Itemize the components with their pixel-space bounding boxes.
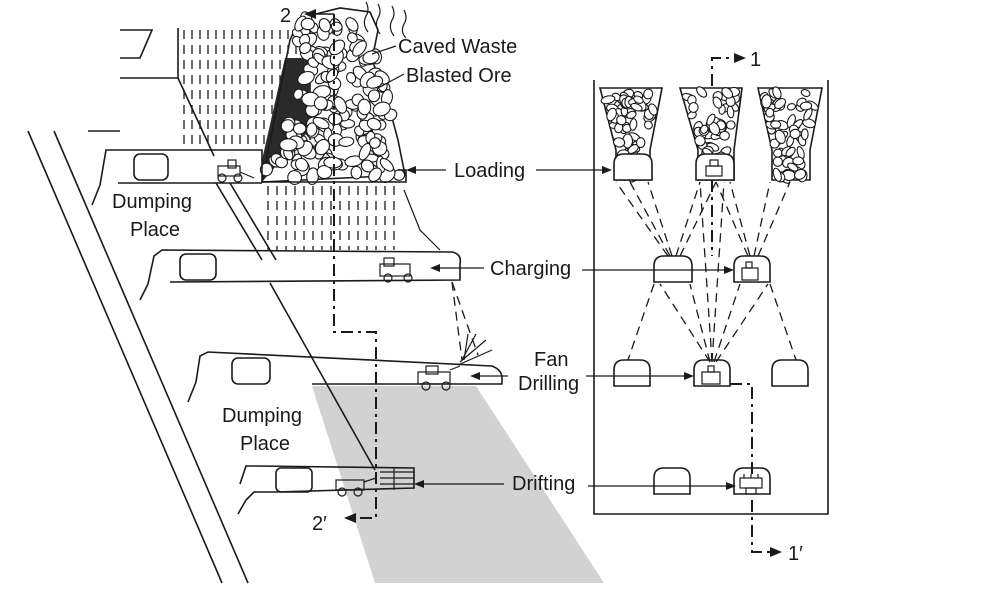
drift-jumbo-vehicle: [335, 477, 377, 497]
caved-waste-pile: [259, 7, 406, 186]
section-line-1: [711, 53, 782, 557]
label-drilling: Drilling: [518, 373, 579, 395]
charger-icon: [741, 261, 759, 281]
section-marker-1: 1: [750, 49, 761, 71]
label-drifting: Drifting: [512, 473, 575, 495]
section-marker-2-prime: 2′: [312, 513, 327, 535]
label-dumping-place-upper-2: Place: [130, 219, 180, 241]
cross-section-frame: [593, 80, 829, 515]
section-line-2: [304, 9, 377, 523]
leader-lines: [371, 45, 736, 490]
drill-icon: [701, 365, 721, 385]
loader-vehicle: [217, 159, 255, 183]
caved-surface-waves: [363, 1, 407, 39]
label-dumping-place-lower-2: Place: [240, 433, 290, 455]
sublevel-drifting: [237, 465, 415, 515]
label-fan: Fan: [534, 349, 568, 371]
section-marker-2: 2: [280, 5, 291, 27]
footwall-ramp: [27, 130, 376, 584]
drifts: [613, 153, 809, 495]
fan-drill-holes: [615, 181, 797, 363]
cross-section-equipment: [701, 159, 763, 495]
label-loading: Loading: [454, 160, 525, 182]
label-dumping-place-upper-1: Dumping: [112, 191, 192, 213]
jumbo-icon: [739, 474, 763, 495]
charging-vehicle: [379, 257, 413, 283]
section-marker-1-prime: 1′: [788, 543, 803, 565]
label-charging: Charging: [490, 258, 571, 280]
label-dumping-place-lower-1: Dumping: [222, 405, 302, 427]
sublevel-charging: [139, 189, 479, 361]
drill-rig-vehicle: [417, 365, 461, 391]
label-blasted-ore: Blasted Ore: [406, 65, 512, 87]
sublevel-drilling: [187, 333, 503, 403]
label-caved-waste: Caved Waste: [398, 36, 517, 58]
loader-icon: [705, 159, 723, 177]
